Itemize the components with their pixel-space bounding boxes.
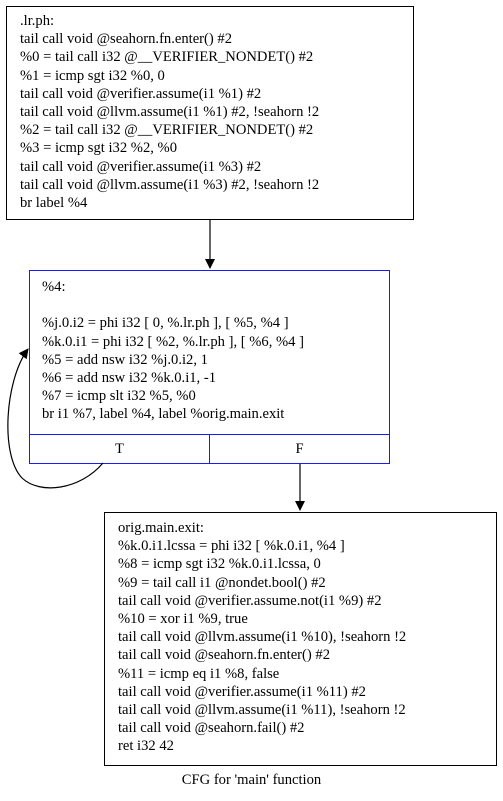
port-false: F — [209, 435, 389, 463]
cfg-node-lr-ph: .lr.ph: tail call void @seahorn.fn.enter(… — [6, 6, 414, 220]
code-line: %1 = icmp sgt i32 %0, 0 — [20, 67, 165, 84]
code-line: br i1 %7, label %4, label %orig.main.exi… — [42, 406, 285, 423]
cfg-node-orig-main-exit: orig.main.exit: %k.0.i1.lcssa = phi i32 [… — [104, 512, 497, 766]
code-line: %2 = tail call i32 @__VERIFIER_NONDET() … — [20, 122, 314, 139]
code-line: %10 = xor i1 %9, true — [118, 611, 248, 628]
code-line: tail call void @verifier.assume.not(i1 %… — [118, 592, 382, 609]
code-line: br label %4 — [20, 195, 88, 212]
code-line: tail call void @llvm.assume(i1 %11), !se… — [118, 702, 406, 719]
code-line — [42, 296, 389, 314]
code-line: %j.0.i2 = phi i32 [ 0, %.lr.ph ], [ %5, … — [42, 315, 289, 332]
code-line: .lr.ph: — [20, 13, 55, 29]
code-line: tail call void @verifier.assume(i1 %11) … — [118, 683, 366, 700]
code-line: %7 = icmp slt i32 %5, %0 — [42, 388, 196, 405]
code-line: %8 = icmp sgt i32 %k.0.i1.lcssa, 0 — [118, 556, 321, 573]
code-line: %0 = tail call i32 @__VERIFIER_NONDET() … — [20, 49, 314, 66]
code-line: tail call void @verifier.assume(i1 %1) #… — [20, 85, 262, 102]
code-line: tail call void @verifier.assume(i1 %3) #… — [20, 158, 262, 175]
code-line: tail call void @llvm.assume(i1 %1) #2, !… — [20, 104, 320, 121]
code-line: %4: — [42, 279, 66, 295]
code-line: tail call void @llvm.assume(i1 %3) #2, !… — [20, 176, 320, 193]
code-line: %k.0.i1.lcssa = phi i32 [ %k.0.i1, %4 ] — [118, 538, 345, 555]
code-line: tail call void @seahorn.fail() #2 — [118, 720, 305, 737]
code-line: tail call void @llvm.assume(i1 %10), !se… — [118, 629, 407, 646]
code-line: orig.main.exit: — [118, 520, 204, 536]
code-line: %9 = tail call i1 @nondet.bool() #2 — [118, 574, 326, 591]
code-line: ret i32 42 — [118, 738, 174, 755]
code-line: %11 = icmp eq i1 %8, false — [118, 665, 280, 682]
loop-node-body: %4: %j.0.i2 = phi i32 [ 0, %.lr.ph ], [ … — [30, 271, 389, 428]
branch-ports: T F — [30, 434, 389, 463]
code-line: %6 = add nsw i32 %k.0.i1, -1 — [42, 370, 217, 387]
code-line: %3 = icmp sgt i32 %2, %0 — [20, 140, 177, 157]
code-line: %5 = add nsw i32 %j.0.i2, 1 — [42, 351, 208, 368]
code-line: tail call void @seahorn.fn.enter() #2 — [20, 31, 233, 48]
port-true: T — [115, 441, 124, 457]
diagram-caption: CFG for 'main' function — [181, 772, 322, 788]
code-line: tail call void @seahorn.fn.enter() #2 — [118, 647, 331, 664]
cfg-node-loop-4: %4: %j.0.i2 = phi i32 [ 0, %.lr.ph ], [ … — [29, 270, 390, 464]
code-line: %k.0.i1 = phi i32 [ %2, %.lr.ph ], [ %6,… — [42, 333, 304, 350]
